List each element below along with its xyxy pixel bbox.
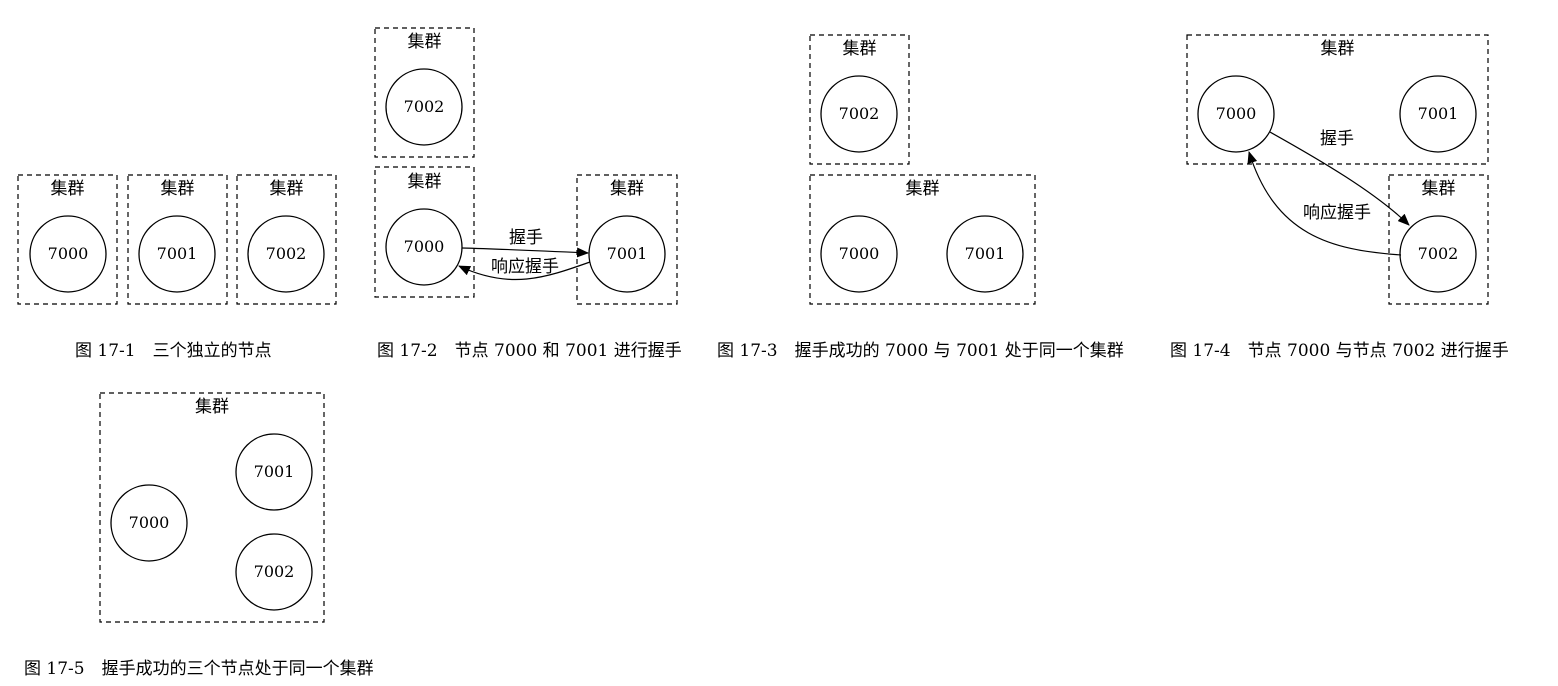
cluster-box xyxy=(374,27,475,158)
cluster-box xyxy=(809,174,1036,305)
figure-caption: 图 17-4 节点 7000 与节点 7002 进行握手 xyxy=(1170,341,1509,361)
node-7002 xyxy=(820,75,898,153)
node-7000-label: 7000 xyxy=(1216,104,1257,123)
cluster-label: 集群 xyxy=(408,172,442,192)
node-7002-label: 7002 xyxy=(1418,244,1459,263)
cluster-box xyxy=(17,174,118,305)
cluster-box xyxy=(576,174,678,305)
node-7001 xyxy=(138,215,216,293)
handshake-arrow xyxy=(1269,131,1410,226)
cluster-box xyxy=(374,166,475,298)
cluster-label: 集群 xyxy=(1321,39,1355,59)
cluster-box xyxy=(127,174,228,305)
node-7002 xyxy=(385,68,463,146)
figure-caption: 图 17-1 三个独立的节点 xyxy=(75,341,272,361)
node-7002 xyxy=(235,533,313,611)
node-7002-label: 7002 xyxy=(266,244,307,263)
handshake-response-arrow xyxy=(1247,151,1402,256)
cluster-box xyxy=(1186,34,1489,165)
node-7001 xyxy=(588,215,666,293)
cluster-label: 集群 xyxy=(161,179,195,199)
cluster-box xyxy=(1388,174,1489,305)
handshake-label: 握手 xyxy=(1320,129,1354,149)
node-7001-label: 7001 xyxy=(254,462,295,481)
node-7000-label: 7000 xyxy=(129,513,170,532)
node-7002-label: 7002 xyxy=(404,97,445,116)
figure-caption: 图 17-2 节点 7000 和 7001 进行握手 xyxy=(377,341,682,361)
node-7001-label: 7001 xyxy=(607,244,648,263)
node-7000 xyxy=(29,215,107,293)
node-7001 xyxy=(1399,75,1477,153)
cluster-label: 集群 xyxy=(1422,179,1456,199)
node-7000 xyxy=(1197,75,1275,153)
node-7002-label: 7002 xyxy=(254,562,295,581)
node-7002-label: 7002 xyxy=(839,104,880,123)
figure-17-5: 集群 7000 7001 7002 图 17-5 握手成功的三个节点处于同一个集… xyxy=(24,392,374,679)
node-7001 xyxy=(946,215,1024,293)
node-7000 xyxy=(110,484,188,562)
node-7001 xyxy=(235,433,313,511)
node-7000-label: 7000 xyxy=(839,244,880,263)
node-7002 xyxy=(1399,215,1477,293)
figure-17-1: 集群 7000 集群 7001 集群 7002 图 17-1 三个独立的节点 xyxy=(17,174,337,361)
node-7002 xyxy=(247,215,325,293)
cluster-label: 集群 xyxy=(195,397,229,417)
figure-17-3: 集群 7002 集群 7000 7001 图 17-3 握手成功的 7000 与… xyxy=(717,34,1124,361)
node-7000 xyxy=(385,208,463,286)
cluster-label: 集群 xyxy=(51,179,85,199)
cluster-label: 集群 xyxy=(610,179,644,199)
cluster-label: 集群 xyxy=(270,179,304,199)
figure-17-2: 集群 7002 集群 7000 集群 7001 握手 响应握手 图 17-2 节… xyxy=(374,27,682,361)
cluster-box xyxy=(809,34,910,165)
handshake-response-label: 响应握手 xyxy=(491,257,559,277)
figure-17-4: 集群 7000 7001 集群 7002 握手 响应握手 图 17-4 节点 7… xyxy=(1170,34,1509,361)
node-7001-label: 7001 xyxy=(1418,104,1459,123)
figure-caption: 图 17-5 握手成功的三个节点处于同一个集群 xyxy=(24,659,374,679)
node-7000 xyxy=(820,215,898,293)
node-7001-label: 7001 xyxy=(965,244,1006,263)
node-7000-label: 7000 xyxy=(404,237,445,256)
figure-caption: 图 17-3 握手成功的 7000 与 7001 处于同一个集群 xyxy=(717,341,1124,361)
cluster-box xyxy=(236,174,337,305)
cluster-box xyxy=(99,392,325,623)
handshake-response-arrow xyxy=(458,261,591,281)
cluster-label: 集群 xyxy=(906,179,940,199)
handshake-response-label: 响应握手 xyxy=(1303,203,1371,223)
cluster-label: 集群 xyxy=(408,32,442,52)
cluster-label: 集群 xyxy=(843,39,877,59)
handshake-label: 握手 xyxy=(509,228,543,248)
handshake-arrow xyxy=(461,247,589,258)
node-7000-label: 7000 xyxy=(48,244,89,263)
node-7001-label: 7001 xyxy=(157,244,198,263)
